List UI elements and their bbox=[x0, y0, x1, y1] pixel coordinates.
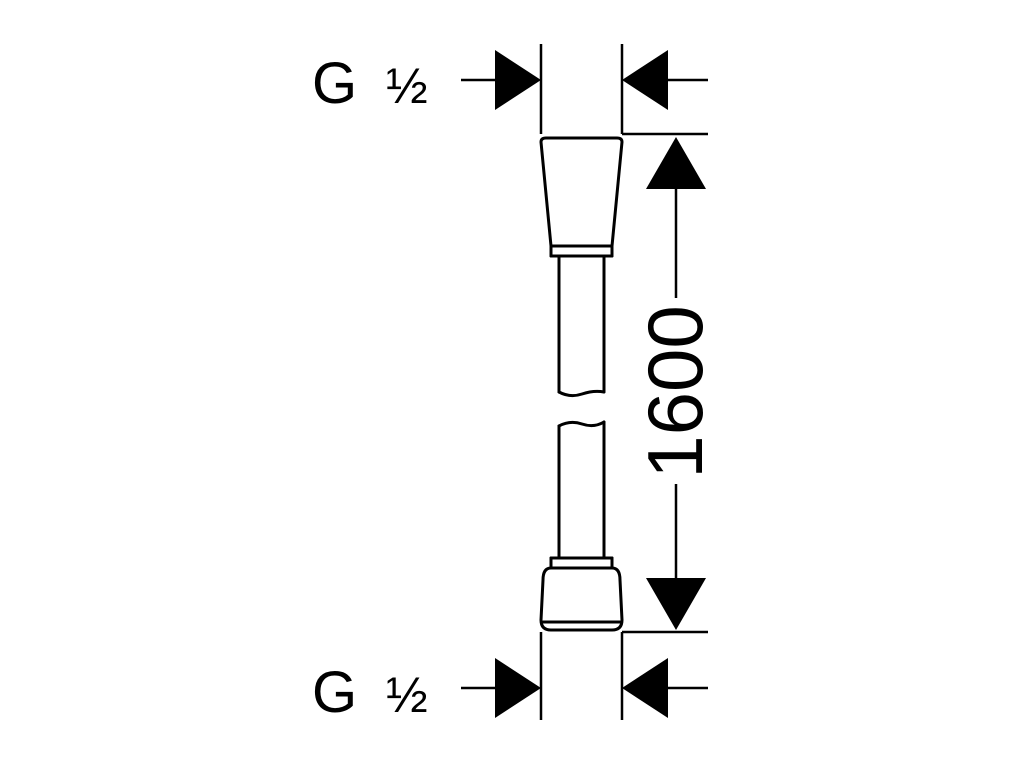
bottom-thread-size: ½ bbox=[386, 667, 428, 723]
top-arrow-left bbox=[495, 50, 541, 110]
shower-hose bbox=[539, 136, 624, 632]
bottom-width-dimension bbox=[461, 632, 708, 720]
top-thread-size: ½ bbox=[386, 58, 428, 114]
top-nut bbox=[539, 136, 624, 248]
lower-break-line bbox=[557, 420, 606, 428]
length-value: 1600 bbox=[631, 305, 719, 479]
bottom-arrow-left bbox=[495, 658, 541, 718]
bottom-thread-prefix: G bbox=[312, 660, 357, 725]
bottom-arrow-right bbox=[622, 658, 668, 718]
length-arrow-top bbox=[646, 137, 706, 189]
length-dimension: 1600 bbox=[622, 132, 719, 634]
bottom-nut bbox=[539, 566, 624, 632]
top-thread-prefix: G bbox=[312, 51, 357, 116]
top-width-dimension bbox=[461, 44, 708, 134]
length-arrow-bottom bbox=[646, 578, 706, 630]
top-arrow-right bbox=[622, 50, 668, 110]
upper-break-line bbox=[557, 389, 606, 398]
